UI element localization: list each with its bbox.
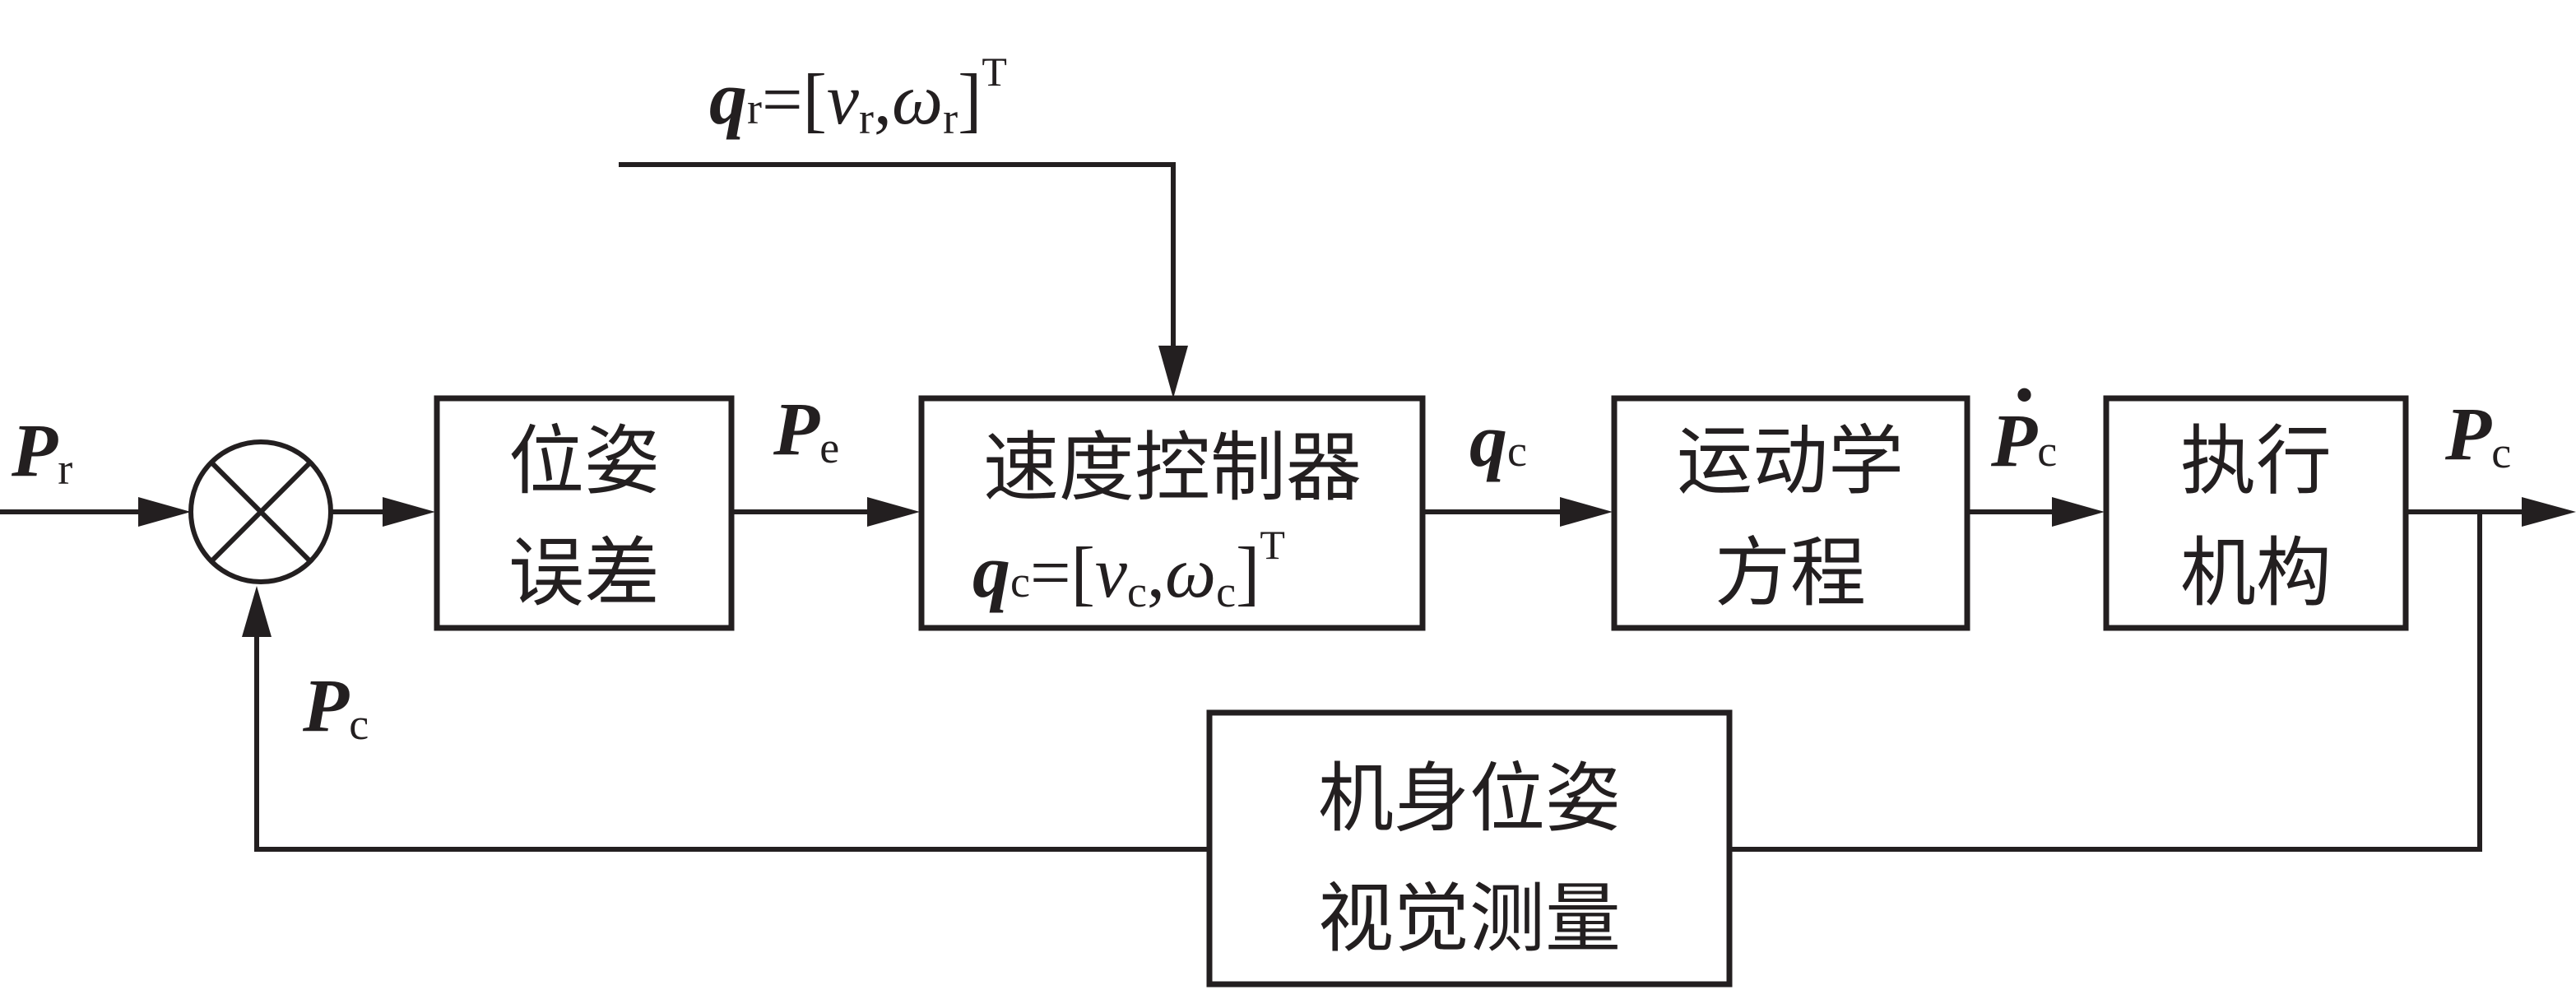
output-arrowhead	[2522, 497, 2576, 527]
speed-controller-equation: qc=[vc,ωc]T	[972, 522, 1285, 616]
error-signal-label: Pe	[773, 387, 839, 472]
block-kinematics: 运动学 方程	[1611, 395, 1970, 631]
block-speed-controller: 速度控制器 qc=[vc,ωc]T	[918, 395, 1426, 631]
input-arrowhead	[138, 497, 191, 527]
kinematics-line1: 运动学	[1677, 417, 1904, 505]
controller-to-kinematics-arrowhead	[1560, 497, 1613, 527]
feedback-line	[1729, 512, 2482, 852]
derivative-signal-dot: •	[2016, 368, 2033, 422]
summing-junction	[188, 439, 333, 584]
input-signal-label: Pr	[11, 408, 72, 494]
block-pose-error: 位姿 误差	[434, 395, 735, 631]
feedback-arrowhead	[242, 586, 272, 637]
kinematics-to-actuator-arrowhead	[2052, 497, 2105, 527]
pose-error-line2: 误差	[508, 529, 660, 617]
reference-arrowhead	[1158, 346, 1188, 398]
reference-line	[619, 162, 1176, 370]
error-to-controller-arrowhead	[867, 497, 920, 527]
control-signal-label: qc	[1469, 398, 1527, 482]
feedback-return-line	[254, 611, 1209, 852]
junction-to-error-arrowhead	[383, 497, 435, 527]
block-vision-measurement: 机身位姿 视觉测量	[1206, 709, 1733, 988]
block-actuator: 执行 机构	[2103, 395, 2409, 631]
feedback-signal-label: Pc	[302, 663, 369, 749]
speed-controller-title: 速度控制器	[983, 424, 1362, 512]
actuator-line1: 执行	[2180, 417, 2332, 505]
kinematics-line2: 方程	[1715, 529, 1866, 617]
pose-error-line1: 位姿	[508, 417, 660, 505]
vision-measurement-line2: 视觉测量	[1318, 875, 1621, 963]
derivative-signal-label: Pc	[1990, 398, 2057, 482]
actuator-line2: 机构	[2180, 529, 2332, 617]
output-signal-label: Pc	[2444, 392, 2511, 477]
signal-lines	[0, 162, 2576, 852]
reference-input-label: qr=[vr,ωr]T	[709, 49, 1007, 143]
vision-measurement-line1: 机身位姿	[1318, 755, 1621, 843]
